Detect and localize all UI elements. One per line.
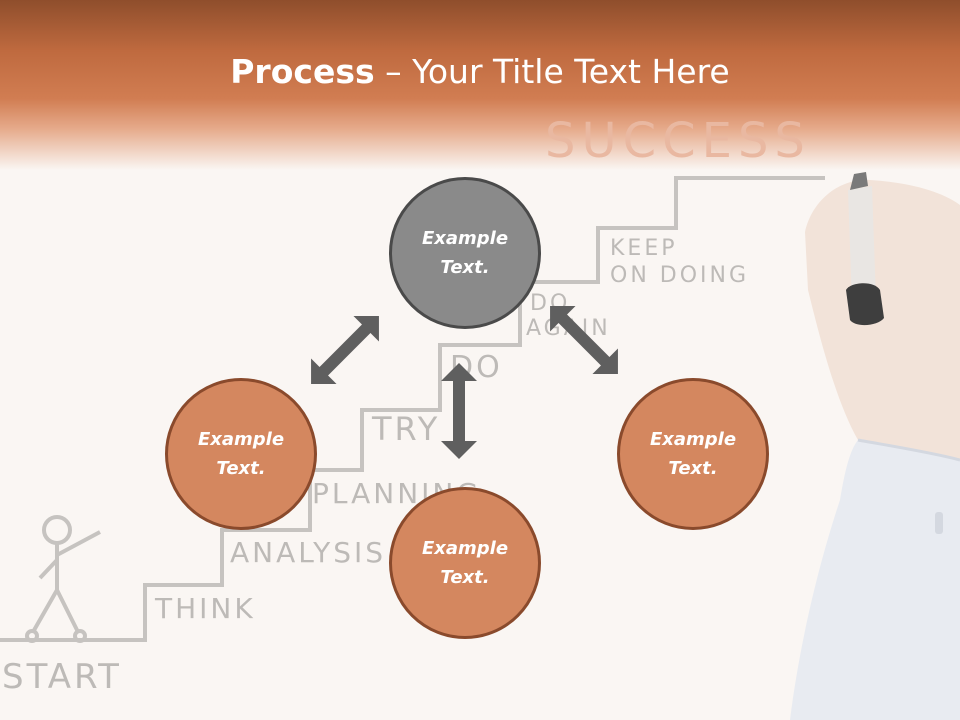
arrow-center-to-right: [550, 306, 618, 374]
sketch-label-analysis: ANALYSIS: [230, 536, 386, 569]
right-node-line1: Example: [649, 429, 737, 450]
right-node: Example Text.: [617, 378, 769, 530]
center-node: Example Text.: [389, 177, 541, 329]
sketch-label-on-doing: ON DOING: [610, 263, 749, 288]
title-rest: – Your Title Text Here: [374, 52, 730, 91]
right-node-line2: Text.: [668, 458, 718, 479]
bottom-node-line2: Text.: [440, 567, 490, 588]
sketch-label-keep: KEEP: [610, 236, 678, 261]
stick-figure: [25, 515, 101, 643]
sketch-label-try: TRY: [371, 410, 440, 448]
center-node-line1: Example: [421, 228, 509, 249]
sketch-label-success: SUCCESS: [545, 113, 811, 169]
left-node: Example Text.: [165, 378, 317, 530]
title-banner: [0, 0, 960, 170]
sketch-label-think: THINK: [154, 592, 256, 625]
bottom-node: Example Text.: [389, 487, 541, 639]
arrow-center-to-left: [311, 316, 379, 384]
title-bold: Process: [230, 52, 375, 91]
hand-illustration: [790, 172, 960, 720]
arrow-center-to-bottom: [441, 363, 477, 459]
sketch-label-start: START: [2, 657, 122, 697]
left-node-line2: Text.: [216, 458, 266, 479]
staircase-line: [0, 176, 825, 642]
bottom-node-line1: Example: [421, 538, 509, 559]
left-node-line1: Example: [197, 429, 285, 450]
arrows: [311, 306, 618, 459]
page-title: Process – Your Title Text Here: [0, 52, 960, 91]
center-node-line2: Text.: [440, 257, 490, 278]
